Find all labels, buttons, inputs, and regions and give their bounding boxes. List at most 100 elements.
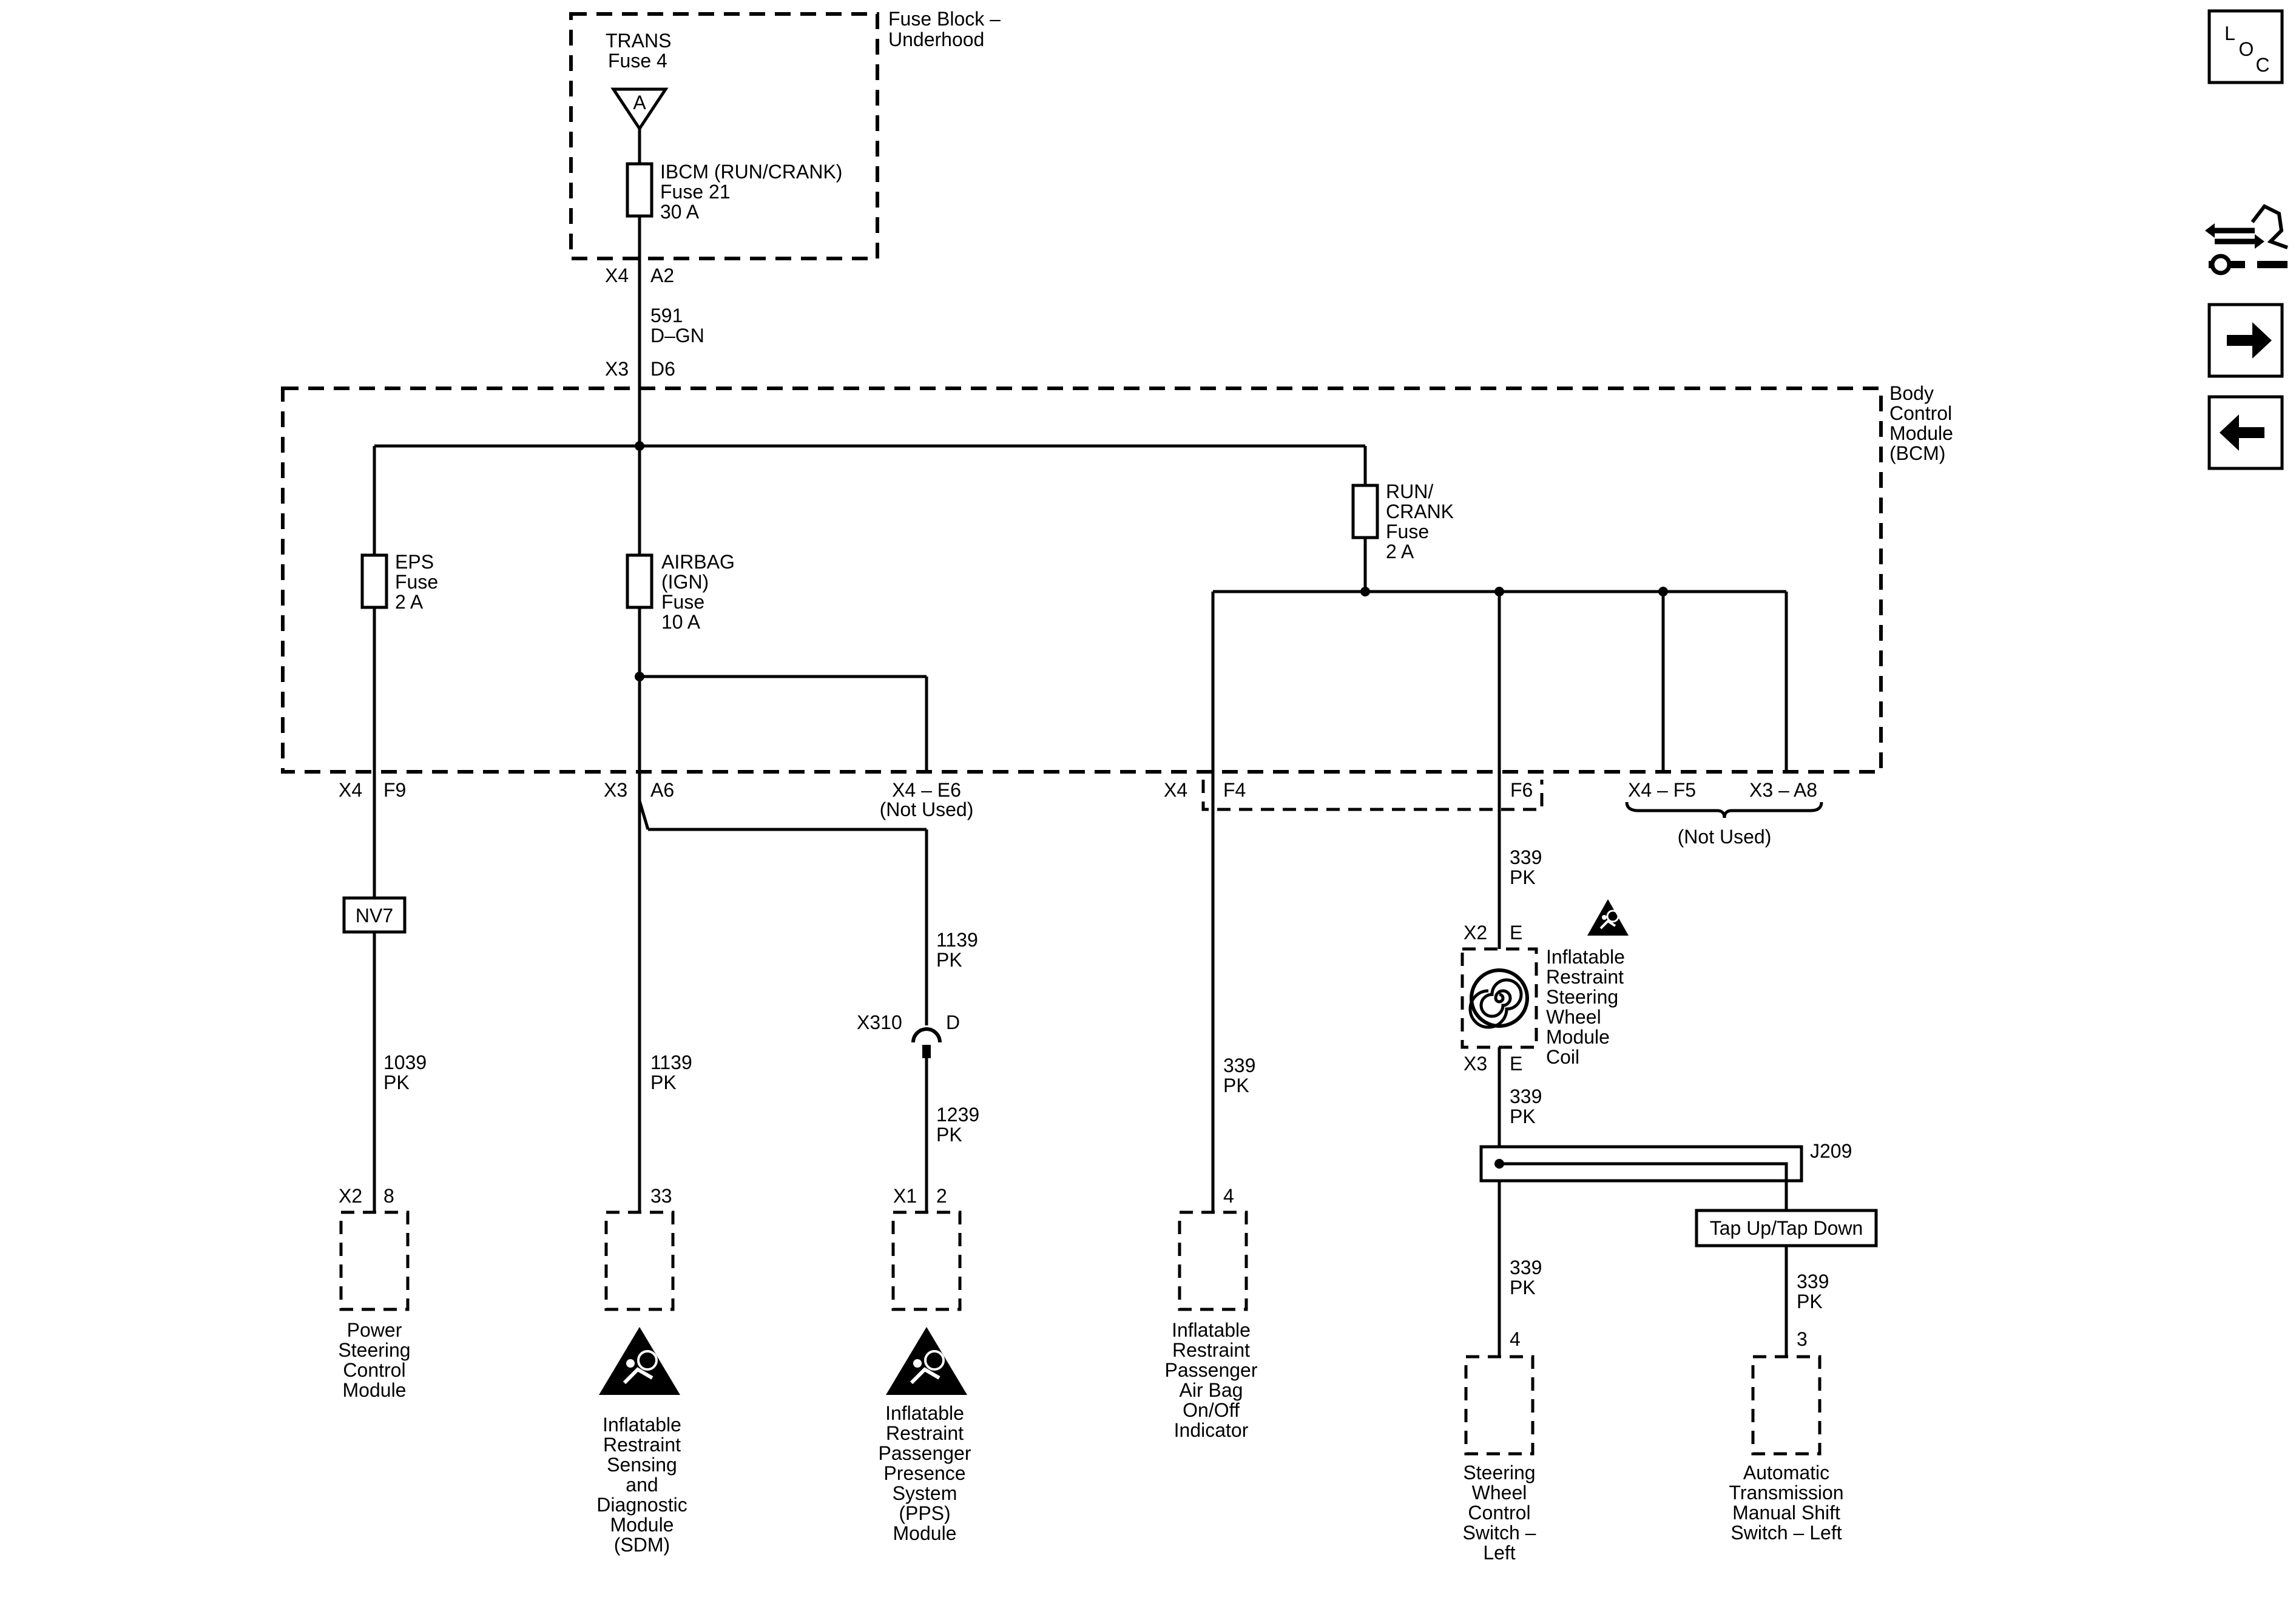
swc-name-1: Steering — [1463, 1462, 1535, 1484]
psc-name-1: Power — [347, 1319, 402, 1341]
eps-pin-connector: X4 — [339, 779, 362, 801]
pps-connector: X1 — [893, 1185, 917, 1207]
fuse-block-pin: A2 — [650, 265, 674, 286]
airbag-fuse — [626, 553, 653, 609]
w339e-color: PK — [1797, 1291, 1823, 1312]
w1139a-circuit: 1139 — [650, 1052, 692, 1073]
w339a-circuit: 339 — [1223, 1055, 1255, 1076]
airbag-warning-icon — [1587, 899, 1629, 936]
coil-name-5: Module — [1546, 1026, 1610, 1048]
pab-name-1: Inflatable — [1172, 1319, 1251, 1341]
atm-outline — [1751, 1355, 1822, 1456]
w339e-circuit: 339 — [1797, 1271, 1829, 1292]
sdm-name-4: and — [626, 1474, 658, 1496]
sdm-name-5: Diagnostic — [596, 1494, 687, 1516]
psc-name-3: Control — [343, 1359, 405, 1381]
airbag-pin-connector: X3 — [604, 779, 627, 801]
pps-name-5: System — [893, 1482, 957, 1504]
loc-button[interactable]: L O C — [2207, 9, 2284, 84]
pps-name-2: Restraint — [886, 1422, 964, 1444]
swc-pin: 4 — [1510, 1328, 1521, 1350]
w1139b-circuit: 1139 — [936, 929, 978, 951]
w1239-color: PK — [936, 1124, 962, 1146]
ibcm-fuse-label-3: 30 A — [660, 201, 700, 223]
atm-pin: 3 — [1797, 1328, 1808, 1350]
pab-outline — [1178, 1210, 1248, 1311]
w1039-color: PK — [383, 1072, 410, 1093]
pab-name-4: Air Bag — [1180, 1379, 1243, 1401]
f5-pin-label: X4 – F5 — [1628, 779, 1696, 801]
pab-name-2: Restraint — [1172, 1339, 1250, 1361]
sdm-pin: 33 — [650, 1185, 672, 1207]
pps-outline — [891, 1210, 962, 1311]
f4-pin-connector: X4 — [1164, 779, 1187, 801]
swc-outline — [1464, 1355, 1535, 1456]
pps-name-1: Inflatable — [885, 1402, 964, 1424]
x310-connector-male — [922, 1045, 931, 1058]
eps-fuse-label-3: 2 A — [395, 591, 424, 613]
coil-top-connector: X2 — [1464, 922, 1487, 944]
arrow-right-icon — [2227, 322, 2272, 359]
feed-wire-circuit: 591 — [650, 305, 683, 326]
w339c-circuit: 339 — [1510, 1085, 1542, 1107]
pab-name-3: Passenger — [1165, 1359, 1258, 1381]
fuse-block-name-1: Fuse Block – — [888, 8, 1001, 30]
pab-pin: 4 — [1223, 1185, 1234, 1207]
sdm-name-1: Inflatable — [603, 1414, 681, 1436]
swc-name-4: Switch – — [1463, 1522, 1536, 1544]
w1139a-color: PK — [650, 1072, 677, 1093]
airbag-pin: A6 — [650, 779, 674, 801]
bcm-in-connector: X3 — [605, 358, 629, 380]
bcm-name-2: Control — [1889, 402, 1952, 424]
airbag-fuse-label-3: Fuse — [661, 591, 704, 613]
pps-name-6: (PPS) — [899, 1502, 950, 1524]
coil-top-pin: E — [1510, 922, 1522, 944]
sdm-name-3: Sensing — [607, 1454, 677, 1476]
bcm-name-1: Body — [1889, 382, 1934, 404]
e6-not-used: (Not Used) — [880, 798, 974, 820]
j209-label: J209 — [1810, 1140, 1852, 1162]
connector-tool-icon[interactable] — [2205, 204, 2289, 275]
ibcm-fuse-label-2: Fuse 21 — [660, 181, 731, 203]
tap-box-label: Tap Up/Tap Down — [1710, 1217, 1863, 1239]
coil-name-2: Restraint — [1546, 966, 1624, 988]
e6-pin-label: X4 – E6 — [892, 779, 961, 801]
f4-f6-connector-outline — [1201, 780, 1544, 811]
w1139b-color: PK — [936, 949, 962, 971]
run-crank-fuse-label-2: CRANK — [1386, 501, 1454, 522]
coil-name-6: Coil — [1546, 1046, 1579, 1068]
arrow-left-icon — [2220, 414, 2264, 451]
next-page-button[interactable] — [2207, 303, 2284, 378]
airbag-fuse-label-2: (IGN) — [661, 571, 709, 593]
swc-name-3: Control — [1468, 1502, 1530, 1524]
w339d-color: PK — [1510, 1277, 1536, 1298]
airbag-fuse-label-4: 10 A — [661, 611, 701, 633]
ibcm-fuse — [626, 162, 653, 218]
fuse-block-name-2: Underhood — [888, 29, 984, 50]
feed-wire-color: D–GN — [650, 325, 704, 346]
psc-pin: 8 — [383, 1185, 394, 1207]
pab-name-6: Indicator — [1174, 1419, 1249, 1441]
psc-outline — [339, 1210, 410, 1311]
f6-pin: F6 — [1510, 779, 1533, 801]
bcm-outline — [281, 387, 1883, 774]
fuse-block-outline — [569, 12, 879, 260]
previous-page-button[interactable] — [2207, 395, 2284, 470]
run-crank-fuse-label-1: RUN/ — [1386, 481, 1433, 502]
bcm-in-pin: D6 — [650, 358, 675, 380]
loc-letter-l: L — [2224, 22, 2235, 44]
loc-letter-c: C — [2255, 54, 2269, 76]
clockspring-coil-icon — [1468, 968, 1529, 1029]
w339b-circuit: 339 — [1510, 846, 1542, 868]
coil-name-3: Steering — [1546, 986, 1618, 1008]
psc-name-4: Module — [343, 1379, 407, 1401]
psc-connector: X2 — [339, 1185, 362, 1207]
airbag-warning-icon — [599, 1327, 680, 1395]
bus-letter: A — [633, 92, 646, 113]
trans-fuse-label-2: Fuse 4 — [608, 50, 667, 72]
bcm-name-3: Module — [1889, 422, 1953, 444]
w339d-circuit: 339 — [1510, 1257, 1542, 1278]
run-crank-fuse-label-3: Fuse — [1386, 521, 1429, 542]
coil-name-1: Inflatable — [1546, 946, 1625, 968]
pps-name-7: Module — [893, 1522, 957, 1544]
